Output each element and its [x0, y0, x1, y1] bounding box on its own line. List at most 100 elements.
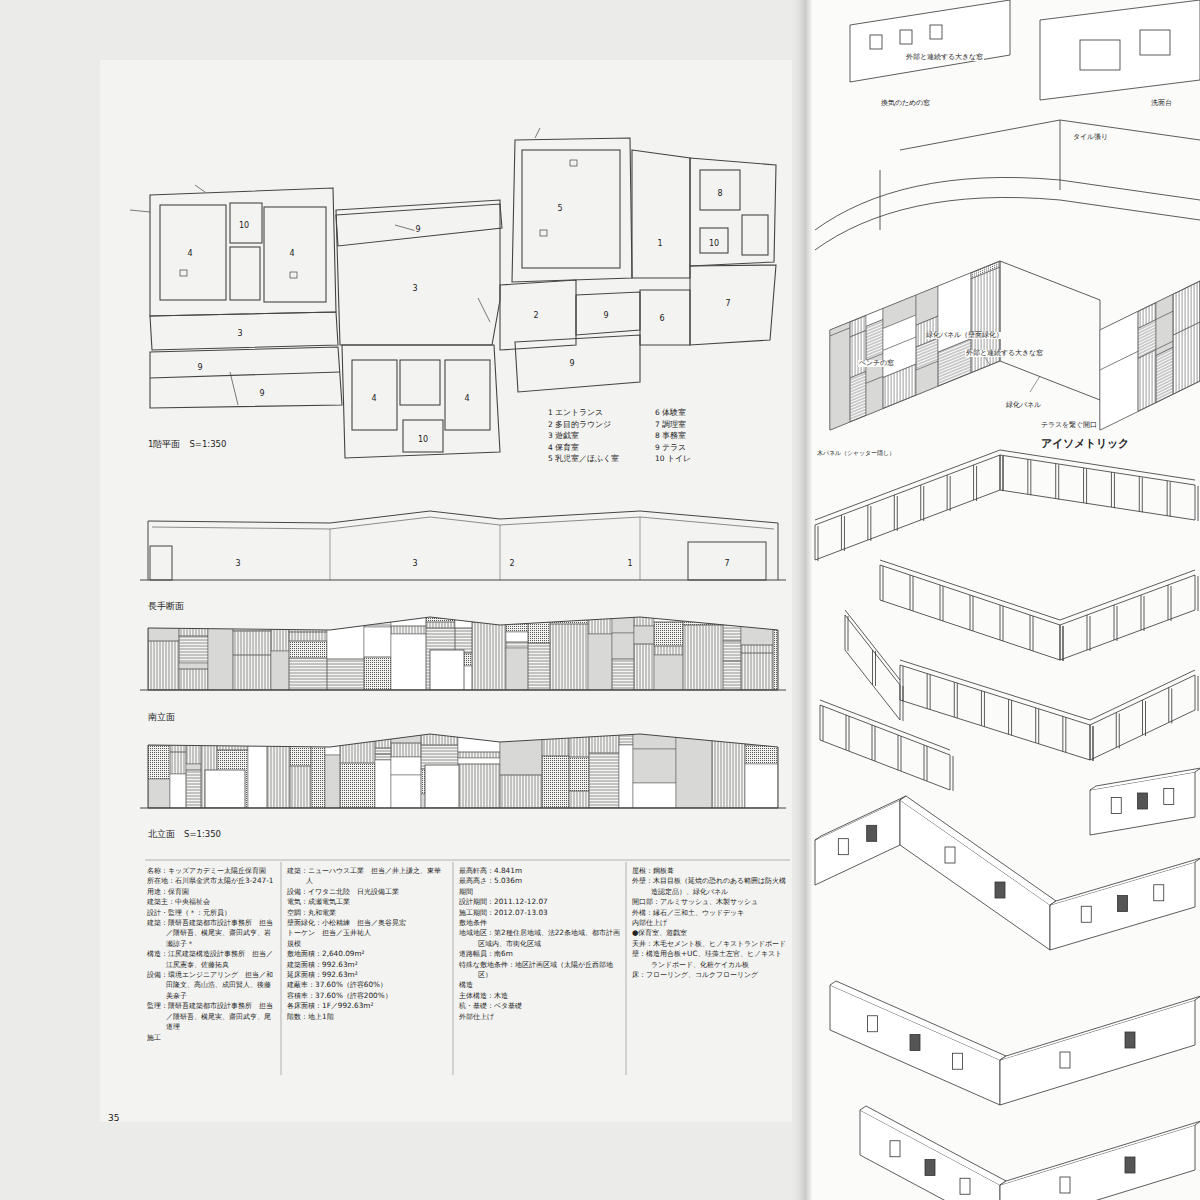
- post: [1116, 713, 1117, 748]
- post: [1027, 459, 1028, 494]
- facade-panel: [327, 612, 364, 659]
- facade-panel: [773, 612, 778, 623]
- facade-panel: [500, 775, 542, 808]
- isometric-top: [930, 25, 942, 39]
- post: [1168, 688, 1169, 723]
- label-anchor: 35: [108, 1106, 119, 1125]
- label-anchor: 5 乳児室／ほふく室: [548, 446, 619, 465]
- window: [838, 839, 848, 855]
- window: [890, 1141, 900, 1157]
- window: [1060, 1052, 1070, 1068]
- facade-panel: [569, 791, 589, 808]
- facade-panel: [1138, 350, 1156, 412]
- facade-panel: [472, 622, 506, 690]
- window: [960, 1178, 970, 1194]
- post: [872, 650, 873, 685]
- facade-panel: [528, 618, 550, 643]
- room-legend: 9 テラス: [655, 444, 686, 453]
- spec-text: 施工期間：2012.07-13.03: [459, 908, 621, 918]
- window: [1111, 798, 1121, 814]
- label-anchor: 3: [411, 551, 418, 570]
- label-anchor: 南立面: [148, 705, 175, 724]
- post: [1195, 485, 1196, 520]
- wall: [860, 1110, 1000, 1200]
- spec-column: 名称：キッズアカデミー太陽丘保育園所在地：石川県金沢市太陽が丘3-247-1用途…: [147, 866, 275, 1043]
- floor-plan: [640, 290, 690, 345]
- room-legend: 10 トイレ: [655, 455, 691, 464]
- facade-panel: [289, 658, 327, 690]
- drawing-line: [900, 665, 1090, 725]
- facade-panel: [528, 612, 550, 618]
- facade-panel: [289, 632, 327, 641]
- post: [1198, 676, 1199, 711]
- facade-panel: [506, 648, 528, 690]
- label-anchor: 10: [417, 427, 429, 446]
- label-anchor: 3: [411, 276, 418, 295]
- spec-rules: [281, 862, 282, 1075]
- north-elevation: [148, 728, 778, 808]
- facade-panel: [506, 642, 528, 648]
- post: [1003, 606, 1004, 641]
- room-number: 9: [258, 389, 265, 398]
- post: [1168, 585, 1169, 620]
- post: [1111, 472, 1112, 507]
- facade-panel: [375, 754, 391, 760]
- floor-plan: [400, 360, 440, 405]
- room-number: 8: [716, 189, 723, 198]
- spec-text: 期間: [459, 887, 621, 897]
- label-anchor: 外部と連続する大きな窓: [905, 44, 984, 63]
- room-number: 2: [532, 311, 539, 320]
- drawing-line: [815, 450, 1000, 520]
- floor-plan: [336, 200, 500, 345]
- spec-text: 設計期間：2011.12-12.07: [459, 897, 621, 907]
- floor-plan: [576, 292, 640, 335]
- label-anchor: 1: [626, 551, 633, 570]
- post: [1038, 709, 1039, 744]
- facade-panel: [723, 661, 741, 690]
- post: [875, 726, 876, 761]
- spec-text: 最高軒高：4.841m: [459, 866, 621, 876]
- isometric-top: [870, 35, 882, 49]
- spec-text: 建築：ニューハウス工業 担当／井上謙之、東華人: [287, 866, 447, 887]
- room-number: 9: [196, 363, 203, 372]
- room-number: 4: [186, 249, 193, 258]
- wall-top: [815, 796, 906, 840]
- facade-panel: [654, 655, 683, 690]
- label-anchor: タイル張り: [1072, 124, 1109, 143]
- floor-plan: [700, 228, 728, 253]
- floor-plan: [336, 204, 502, 246]
- post: [940, 585, 941, 620]
- spec-rules: [453, 862, 454, 1075]
- floor-plan: [230, 247, 260, 300]
- window: [1154, 885, 1164, 901]
- post: [1142, 477, 1143, 512]
- post: [900, 665, 901, 700]
- spec-text: 延床面積：992.63m²: [287, 970, 447, 980]
- facade-panel: [654, 622, 683, 646]
- facade-panel: [271, 612, 289, 651]
- floor-plan: [180, 270, 187, 276]
- wall: [1000, 1000, 1195, 1105]
- facade-panel: [883, 364, 916, 408]
- spec-text: 壁：構造用合板+UC、珪藻土左官、ヒノキストランドボード、化粧ケイカル板: [632, 949, 788, 970]
- facade-panel: [375, 760, 391, 808]
- spec-text: 最高高さ：5.036m: [459, 876, 621, 886]
- post: [927, 674, 928, 709]
- spec-text: ●保育室、遊戯室: [632, 928, 788, 938]
- post: [1119, 714, 1120, 749]
- drawing-line: [815, 490, 1000, 560]
- post: [947, 475, 948, 510]
- spec-text: 階数：地上1階: [287, 1012, 447, 1022]
- long-section: [150, 546, 172, 580]
- label-anchor: 9: [258, 381, 265, 400]
- facade-panel: [327, 659, 364, 690]
- post: [924, 745, 925, 780]
- label-anchor: 5: [556, 196, 563, 215]
- floor-plan: [690, 265, 776, 345]
- spec-column: 建築：ニューハウス工業 担当／井上謙之、東華人設備：イワタニ北陸 日光設備工業電…: [287, 866, 447, 1022]
- spec-text: トーケン 担当／玉井祐人: [287, 928, 447, 938]
- facade-panel: [325, 736, 340, 742]
- post: [930, 675, 931, 710]
- caption: 北立面 S=1:350: [148, 830, 221, 840]
